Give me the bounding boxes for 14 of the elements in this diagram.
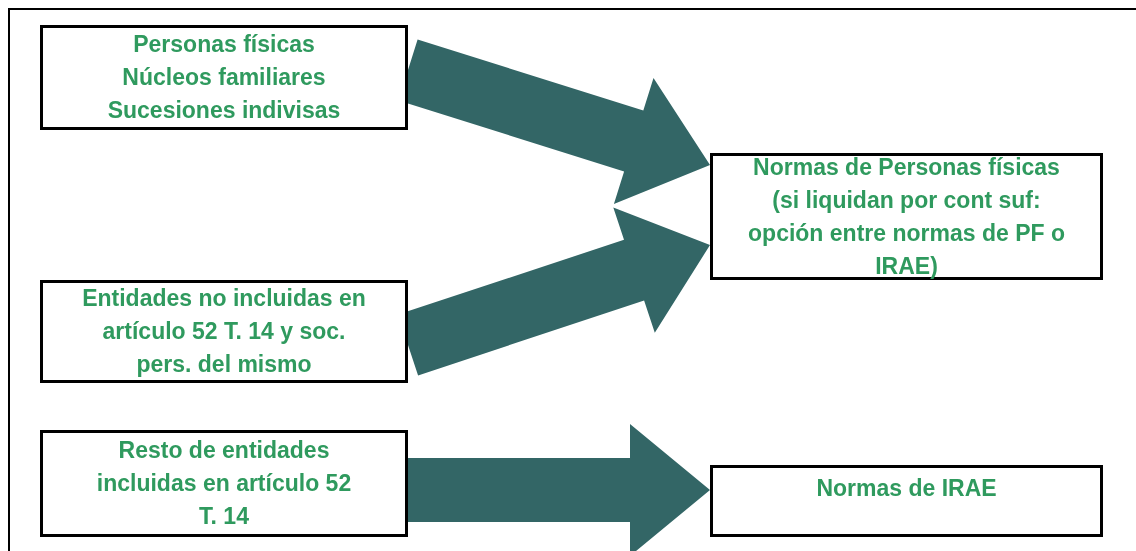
box-text: Normas de IRAE <box>816 474 997 503</box>
box-text: Normas de Personas físicas <box>753 152 1060 182</box>
box-text: Resto de entidades incluidas en artículo 52 T. 14 <box>95 436 353 531</box>
text-box <box>710 465 1103 537</box>
text-box <box>40 280 408 383</box>
box-text: Núcleos familiares <box>122 63 326 92</box>
box-text: Sucesiones indivisas <box>107 96 341 125</box>
box-text: Personas físicas <box>133 30 315 59</box>
text-box <box>40 25 408 130</box>
text-box <box>710 153 1103 280</box>
box-text: (si liquidan por cont suf: opción entre normas de PF o IRAE) <box>747 185 1066 281</box>
text-box <box>40 430 408 537</box>
block-arrow <box>408 424 710 551</box>
box-text: Entidades no incluidas en artículo 52 T. 14 y soc. pers. del mismo <box>81 284 367 379</box>
